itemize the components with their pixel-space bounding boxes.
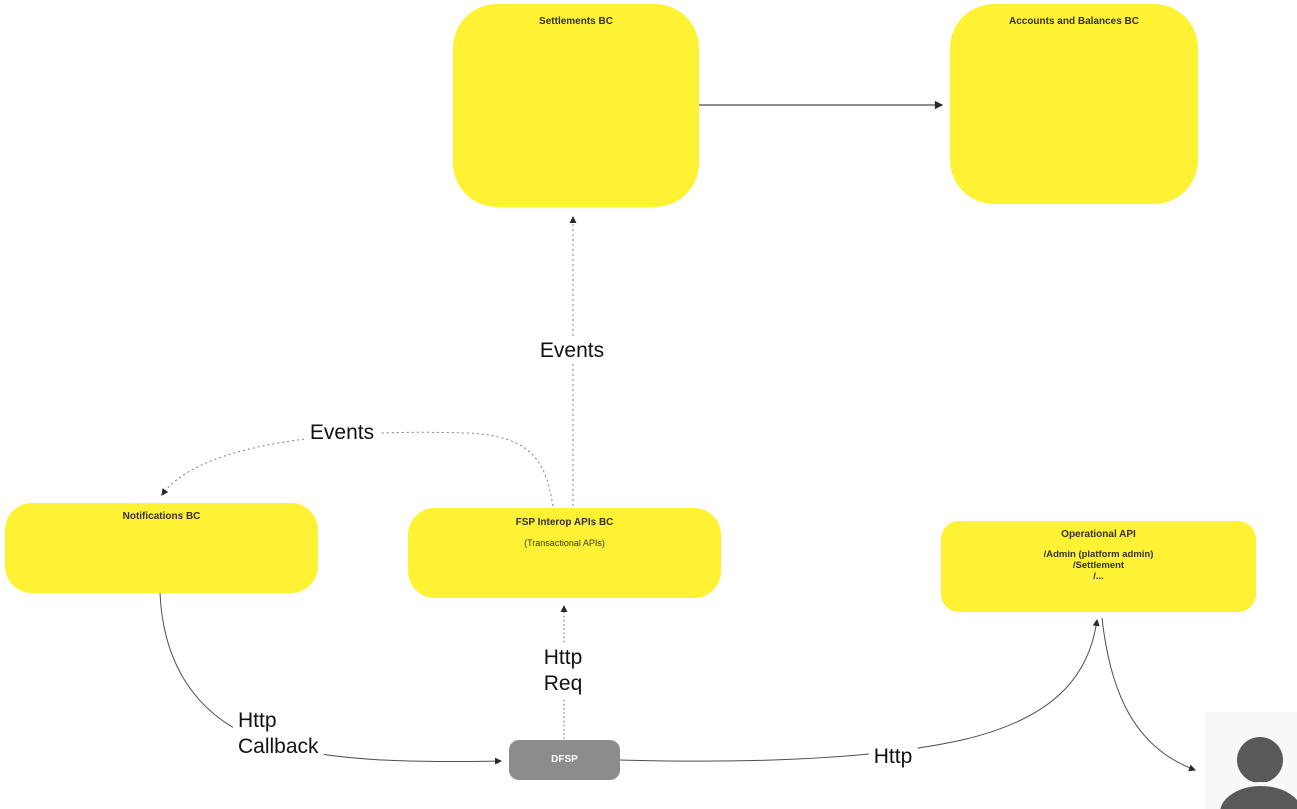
operational-api-path-settlement: /Settlement	[1072, 560, 1125, 571]
notifications-bc-node[interactable]: Notifications BC	[5, 503, 318, 593]
operational-api-node[interactable]: Operational API /Admin (platform admin) …	[941, 521, 1256, 612]
dfsp-title: DFSP	[551, 754, 578, 765]
edge-label-http-callback-line1: Http	[238, 709, 277, 732]
operational-api-path-more: /...	[1093, 571, 1104, 582]
settlements-bc-title: Settlements BC	[539, 16, 613, 27]
fsp-interop-apis-bc-subtitle: (Transactional APIs)	[524, 538, 605, 548]
operational-api-title: Operational API	[1061, 529, 1136, 540]
accounts-and-balances-bc-title: Accounts and Balances BC	[1008, 16, 1140, 27]
operational-api-paths: /Admin (platform admin) /Settlement /...	[941, 549, 1256, 582]
edge-http-callback	[159, 592, 503, 765]
person-icon	[1216, 737, 1297, 809]
edge-label-http-req: Http Req	[538, 645, 588, 697]
edge-label-http-callback: Http Callback	[233, 708, 324, 760]
operational-api-path-admin: /Admin (platform admin)	[1043, 549, 1154, 560]
fsp-interop-apis-bc-node[interactable]: FSP Interop APIs BC (Transactional APIs)	[408, 508, 721, 598]
edge-label-http-req-line1: Http	[543, 646, 583, 669]
dfsp-node[interactable]: DFSP	[509, 740, 620, 780]
edge-label-events-curve: Events	[304, 420, 380, 446]
edge-label-http: Http	[868, 744, 918, 770]
notifications-bc-title: Notifications BC	[122, 511, 201, 522]
edge-label-http-req-line2: Req	[543, 672, 583, 695]
edge-http	[619, 618, 1100, 762]
settlements-bc-node[interactable]: Settlements BC	[453, 4, 699, 207]
edge-operational-to-user	[1101, 617, 1196, 772]
edge-label-http-callback-line2: Callback	[238, 735, 319, 758]
user-actor-node[interactable]	[1205, 712, 1297, 809]
edge-label-events-vertical: Events	[534, 338, 610, 364]
fsp-interop-apis-bc-title: FSP Interop APIs BC	[515, 517, 614, 528]
accounts-and-balances-bc-node[interactable]: Accounts and Balances BC	[950, 4, 1198, 204]
